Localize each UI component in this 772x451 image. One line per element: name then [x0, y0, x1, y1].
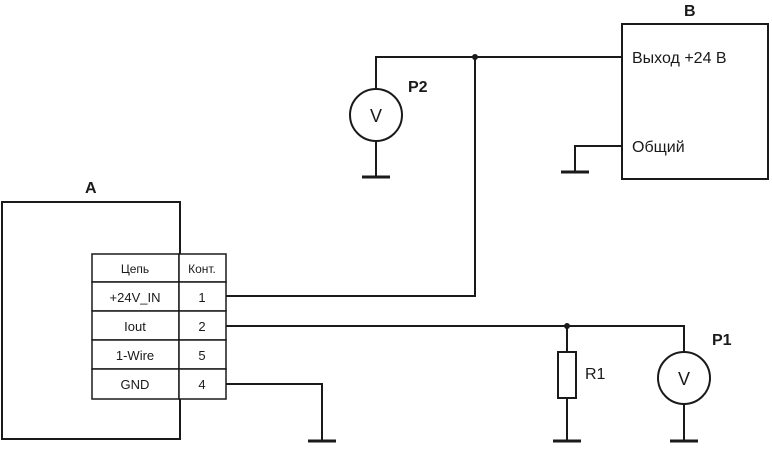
- table-cell-pin: 1: [198, 290, 205, 305]
- resistor-r1: [557, 351, 577, 399]
- table-cell-circuit: +24V_IN: [110, 290, 161, 305]
- table-cell-circuit: 1-Wire: [116, 348, 154, 363]
- table-header-circuit: Цепь: [121, 262, 149, 276]
- table-cell-pin: 4: [198, 377, 205, 392]
- table-cell-circuit: Iout: [124, 319, 146, 334]
- table-header-pin: Конт.: [188, 262, 216, 276]
- connector-table: Цепь Конт. +24V_IN 1 Iout 2 1-Wire 5 GND…: [91, 253, 227, 400]
- table-cell-circuit: GND: [121, 377, 150, 392]
- p1-label: P1: [712, 332, 732, 349]
- table-cell-pin: 5: [198, 348, 205, 363]
- wire-24v: [226, 56, 622, 297]
- table-cell-pin: 2: [198, 319, 205, 334]
- wire-gnd: [226, 383, 323, 440]
- r1-label: R1: [585, 366, 606, 383]
- p2-label: P2: [408, 79, 428, 96]
- output-24v-label: Выход +24 В: [632, 50, 727, 67]
- device-b-label: B: [684, 3, 696, 20]
- voltmeter-p2-symbol: V: [370, 106, 382, 126]
- device-a-label: A: [85, 180, 97, 197]
- wire-p2-top: [375, 56, 475, 90]
- voltmeter-p1-symbol: V: [678, 369, 690, 389]
- wire-b-common: [574, 145, 622, 171]
- common-label: Общий: [632, 139, 685, 156]
- wire-iout: [226, 325, 685, 352]
- device-b-box: [621, 23, 769, 180]
